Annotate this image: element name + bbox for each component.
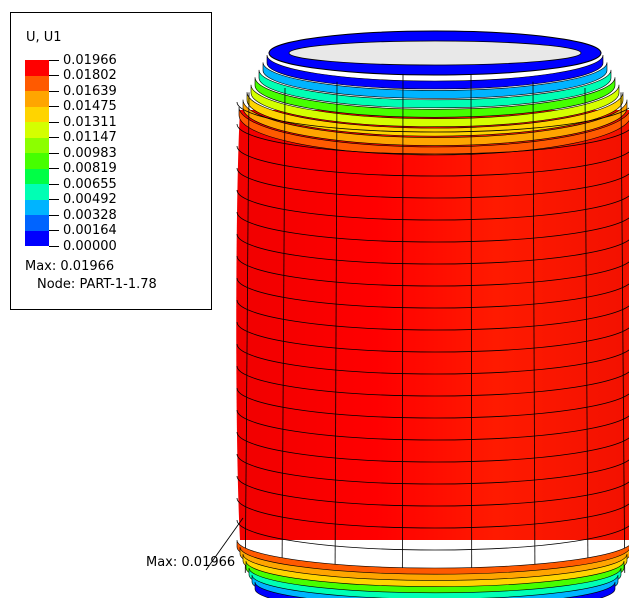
legend-swatch — [25, 184, 49, 200]
legend-tick — [49, 230, 59, 231]
cylinder-model — [205, 30, 629, 598]
legend-label-row: 0.01147 — [49, 130, 117, 145]
legend-swatch — [25, 230, 49, 246]
legend-value: 0.00819 — [63, 161, 117, 176]
legend-tick — [49, 168, 59, 169]
legend-value: 0.01802 — [63, 68, 117, 83]
mesh-hoop-line — [236, 497, 629, 529]
top-rim-band — [266, 54, 604, 90]
legend-value: 0.00983 — [63, 145, 117, 161]
top-rim-band — [250, 84, 620, 128]
legend-tick — [49, 59, 59, 61]
legend-tick — [49, 152, 59, 154]
legend-value: 0.00164 — [63, 223, 117, 238]
mesh-hoop-line — [236, 453, 629, 485]
legend-value: 0.01966 — [63, 52, 117, 68]
legend-label-row: 0.00000 — [49, 239, 117, 254]
mesh-hoop-line — [236, 101, 629, 133]
legend-swatch — [25, 168, 49, 184]
mesh-axial-line — [532, 81, 536, 579]
legend-swatch — [25, 215, 49, 231]
legend-value: 0.01639 — [63, 83, 117, 99]
mesh-hoop-line — [236, 409, 629, 441]
mesh-hoop-line — [236, 431, 629, 463]
legend-value: 0.01475 — [63, 99, 117, 114]
legend-value: 0.01311 — [63, 114, 117, 130]
legend-color-bar — [25, 60, 49, 246]
bottom-rim-band — [254, 581, 616, 598]
legend-value: 0.00492 — [63, 192, 117, 207]
mesh-hoop-line — [236, 211, 629, 243]
top-rim-band — [246, 92, 624, 137]
legend-label-row: 0.00655 — [49, 177, 117, 192]
legend-swatch — [25, 91, 49, 107]
legend-swatch — [25, 75, 49, 91]
mesh-hoop-line — [236, 475, 629, 507]
mesh-hoop-line — [236, 189, 629, 221]
legend-tick — [49, 199, 59, 200]
legend-label-row: 0.00328 — [49, 208, 117, 223]
legend-swatch — [25, 122, 49, 138]
legend-tick — [49, 137, 59, 138]
mesh-hoop-line — [236, 255, 629, 287]
legend-swatch — [25, 199, 49, 215]
top-rim-band — [258, 69, 612, 109]
cylinder-body — [236, 110, 629, 540]
mesh-hoop-line — [236, 277, 629, 309]
legend-title: U, U1 — [26, 30, 62, 45]
legend-tick — [49, 183, 59, 185]
mesh-axial-line — [620, 92, 626, 573]
mesh-hoop-line — [236, 343, 629, 375]
mesh-axial-line — [401, 73, 404, 583]
top-rim-band — [242, 99, 628, 146]
legend-tick — [49, 106, 59, 107]
legend-value: 0.00655 — [63, 176, 117, 192]
max-value-annotation: Max: 0.01966 — [146, 555, 236, 570]
mesh-hoop-line — [236, 321, 629, 353]
legend-tick — [49, 90, 59, 92]
legend-swatch — [25, 137, 49, 153]
mesh-hoop-line — [236, 365, 629, 397]
legend-label-row: 0.01966 — [49, 53, 117, 68]
legend-label-row: 0.00819 — [49, 161, 117, 176]
legend-label-row: 0.01311 — [49, 115, 117, 130]
mesh-axial-line — [584, 87, 589, 576]
mesh-hoop-line — [236, 145, 629, 177]
top-rim-band — [262, 62, 608, 99]
legend-swatch — [25, 153, 49, 169]
legend-label-row: 0.00164 — [49, 223, 117, 238]
legend-node-id: Node: PART-1-1.78 — [37, 277, 157, 292]
legend-tick — [49, 214, 59, 216]
legend-tick — [49, 245, 59, 247]
legend-label-row: 0.00983 — [49, 146, 117, 161]
legend-label-row: 0.00492 — [49, 192, 117, 207]
legend-tick — [49, 75, 59, 76]
mesh-axial-line — [281, 87, 286, 576]
legend-label-row: 0.01475 — [49, 99, 117, 114]
legend-swatch — [25, 60, 49, 76]
mesh-axial-line — [334, 81, 338, 579]
mesh-axial-line — [244, 92, 250, 573]
mesh-hoop-line — [236, 299, 629, 331]
legend-label-row: 0.01639 — [49, 84, 117, 99]
mesh-axial-line — [470, 74, 473, 582]
mesh-hoop-line — [236, 233, 629, 265]
legend-tick — [49, 121, 59, 123]
legend-swatch — [25, 106, 49, 122]
top-rim-band — [254, 77, 616, 118]
top-opening-interior — [288, 40, 582, 66]
max-leader-line — [205, 517, 244, 571]
legend-value: 0.00000 — [63, 238, 117, 254]
mesh-hoop-line — [236, 123, 629, 155]
legend-value: 0.00328 — [63, 207, 117, 223]
legend-label-row: 0.01802 — [49, 68, 117, 83]
legend-max-value: Max: 0.01966 — [25, 259, 115, 274]
mesh-hoop-line — [236, 519, 629, 551]
legend-value: 0.01147 — [63, 130, 117, 145]
mesh-hoop-line — [236, 167, 629, 199]
mesh-hoop-line — [236, 387, 629, 419]
